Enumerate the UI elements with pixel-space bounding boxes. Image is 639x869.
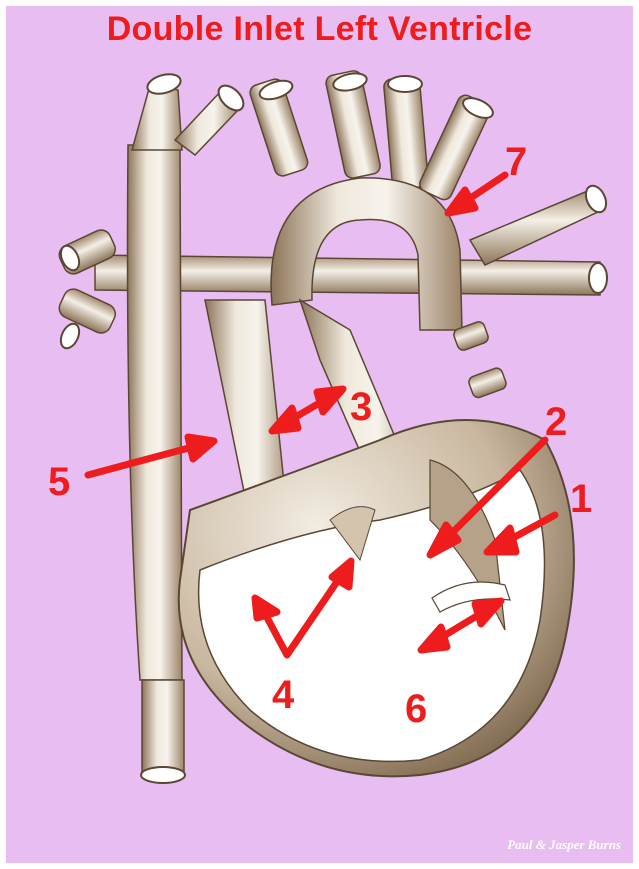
figure-title: Double Inlet Left Ventricle: [0, 10, 639, 49]
label-4: 4: [272, 673, 295, 717]
label-1: 1: [570, 477, 592, 521]
label-7: 7: [505, 140, 527, 184]
label-2: 2: [545, 400, 567, 444]
label-6: 6: [405, 687, 427, 731]
arrow-3: [272, 389, 343, 431]
label-5: 5: [48, 460, 70, 504]
label-3: 3: [350, 385, 372, 429]
artist-credit: Paul & Jasper Burns: [507, 837, 621, 853]
